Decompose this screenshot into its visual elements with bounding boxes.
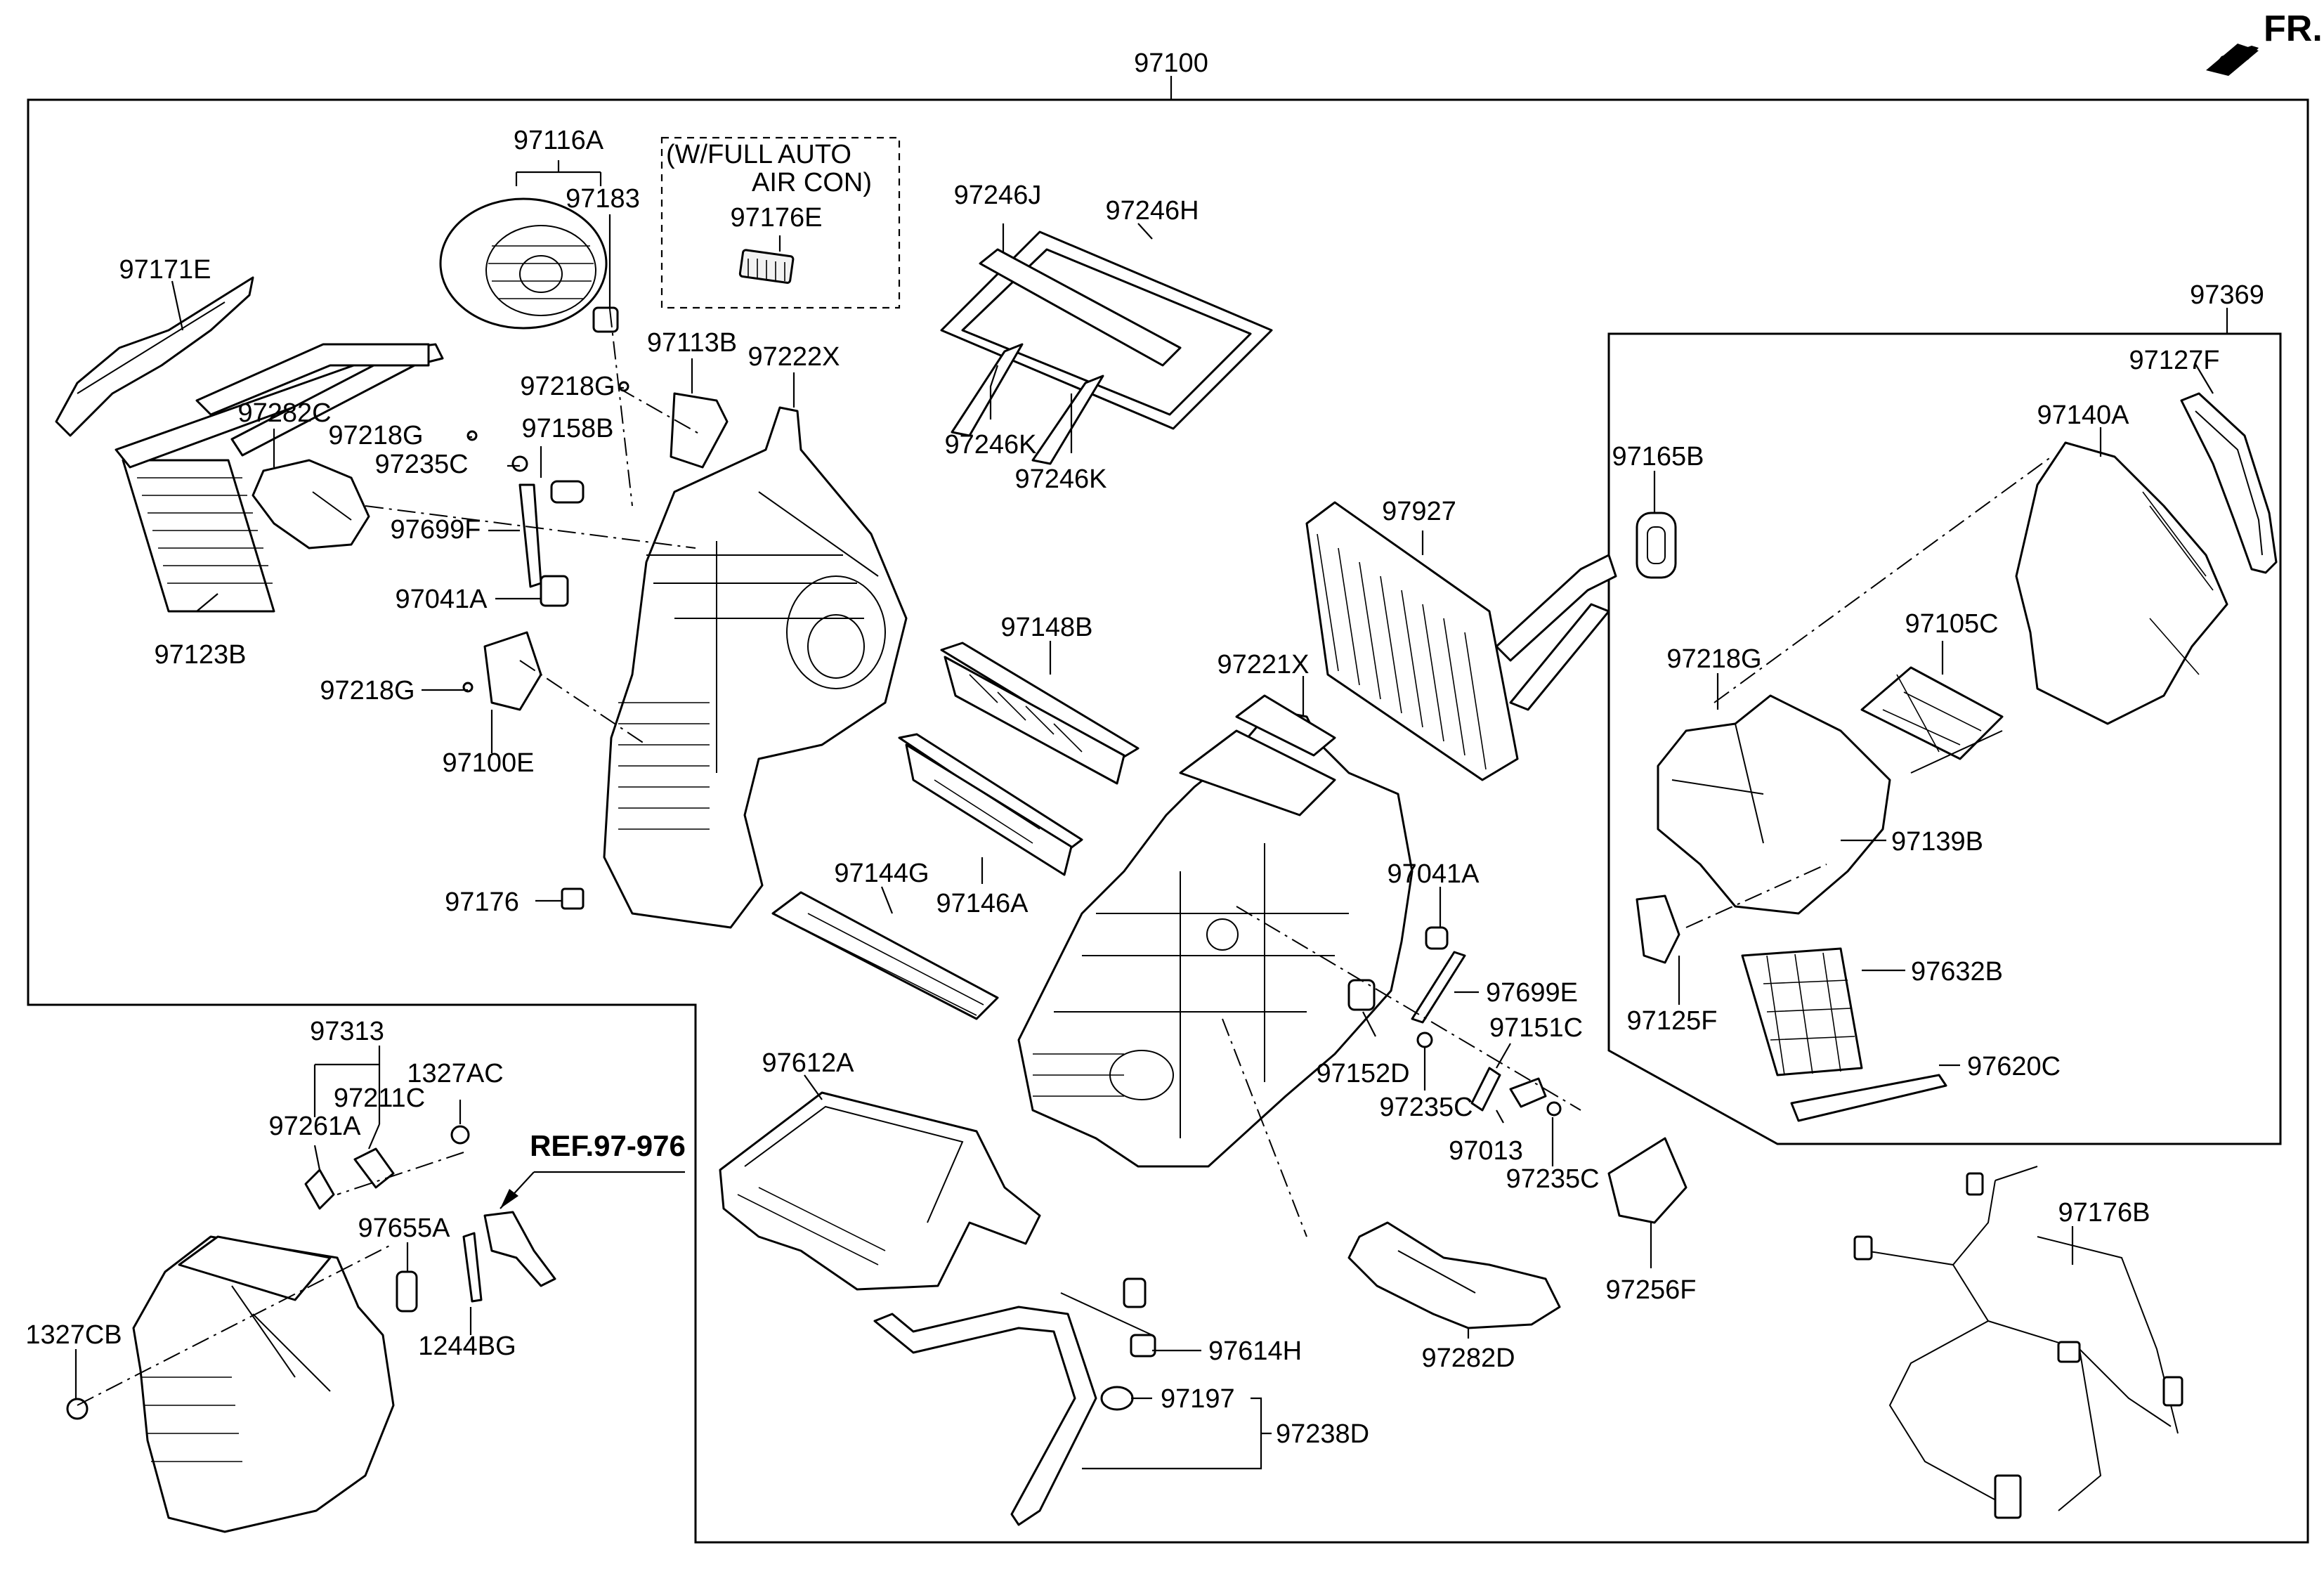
label-97152D: 97152D	[1316, 1059, 1409, 1088]
rear-grille-part	[1741, 947, 1947, 1122]
label-97140A: 97140A	[2037, 401, 2129, 430]
label-97927: 97927	[1382, 497, 1456, 526]
full-auto-option-box	[660, 136, 901, 309]
label-97256F: 97256F	[1606, 1275, 1697, 1305]
label-97699E: 97699E	[1486, 978, 1578, 1008]
label-97125F: 97125F	[1627, 1006, 1718, 1036]
label-97165B: 97165B	[1612, 442, 1704, 471]
label-97632B: 97632B	[1911, 957, 2003, 987]
label-97176B: 97176B	[2058, 1198, 2150, 1228]
label-97282D: 97282D	[1421, 1343, 1515, 1373]
label-97238D: 97238D	[1276, 1419, 1369, 1449]
drain-hose-part	[873, 1306, 1134, 1526]
label-97151C: 97151C	[1489, 1013, 1583, 1043]
duct-part	[252, 459, 370, 549]
label-97127F: 97127F	[2129, 346, 2220, 375]
rear-hvac-unit-part	[2015, 392, 2278, 725]
label-97105C: 97105C	[1905, 609, 1998, 639]
label-97699F: 97699F	[391, 515, 481, 545]
label-97158B: 97158B	[521, 414, 613, 443]
label-97246H: 97246H	[1105, 196, 1199, 226]
small-fastener-set	[462, 381, 729, 910]
evaporator-part	[1305, 501, 1617, 781]
label-97235C-a: 97235C	[374, 450, 468, 479]
label-97218G-b: 97218G	[328, 421, 423, 450]
blower-motor-part	[439, 197, 619, 333]
label-1244BG: 1244BG	[418, 1332, 516, 1361]
label-97369: 97369	[2190, 280, 2264, 310]
label-97261A: 97261A	[268, 1112, 361, 1141]
label-97612A: 97612A	[762, 1048, 854, 1078]
label-97221X: 97221X	[1217, 650, 1309, 679]
label-97183: 97183	[566, 184, 640, 214]
label-97614H: 97614H	[1208, 1336, 1302, 1366]
left-hvac-case-part	[603, 406, 908, 929]
label-97235C-b: 97235C	[1379, 1093, 1473, 1122]
rear-actuator-part	[1636, 894, 1680, 964]
label-97197: 97197	[1161, 1384, 1235, 1414]
label-1327AC: 1327AC	[407, 1059, 503, 1088]
label-97246J: 97246J	[954, 181, 1042, 210]
label-97041A-b: 97041A	[1387, 859, 1480, 889]
main-assembly-frame	[27, 98, 2309, 1544]
label-97013: 97013	[1449, 1136, 1523, 1166]
mode-doors-part	[771, 642, 1140, 1020]
heater-core-part	[115, 343, 444, 613]
label-97116A: 97116A	[514, 126, 604, 155]
main-hvac-case-part	[1017, 694, 1414, 1168]
rear-hvac-subframe	[1607, 332, 2282, 1145]
label-97176: 97176	[445, 887, 519, 917]
label-97655A: 97655A	[358, 1213, 450, 1243]
label-97176E: 97176E	[730, 203, 822, 233]
label-97171E: 97171E	[119, 255, 211, 285]
label-97211C: 97211C	[334, 1083, 425, 1113]
rear-filter-part	[1860, 666, 2004, 774]
wiring-harness-part	[1853, 1166, 2183, 1519]
drain-pan-part	[719, 1091, 1041, 1291]
label-97218G-c: 97218G	[320, 676, 414, 705]
label-option-note-2: AIR CON)	[752, 168, 872, 197]
label-97246K-b: 97246K	[1014, 464, 1106, 494]
label-97144G: 97144G	[834, 859, 929, 888]
label-97146A: 97146A	[936, 889, 1029, 918]
label-97222X: 97222X	[748, 342, 840, 372]
label-97246K-a: 97246K	[944, 430, 1036, 460]
brace-part	[55, 276, 254, 437]
temperature-sensor-part	[1060, 1277, 1156, 1358]
resistor-part	[738, 249, 795, 284]
label-97148B: 97148B	[1000, 613, 1092, 642]
label-option-note-1: (W/FULL AUTO	[666, 140, 851, 169]
label-97100: 97100	[1134, 48, 1208, 78]
label-97282C: 97282C	[237, 398, 331, 428]
assembly-centerlines	[77, 308, 2052, 1406]
label-97113B: 97113B	[647, 328, 737, 358]
part-labels: 97100 FR. 97116A 97183 (W/FULL AUTO AIR …	[25, 8, 2322, 1449]
label-1327CB: 1327CB	[25, 1320, 122, 1350]
front-direction-arrow-icon	[2206, 44, 2259, 76]
grommet-part	[1636, 512, 1677, 579]
label-97139B: 97139B	[1891, 827, 1983, 857]
label-97100E: 97100E	[442, 748, 534, 778]
label-reference-97-976: REF.97-976	[530, 1129, 686, 1162]
label-97235C-c: 97235C	[1506, 1164, 1599, 1194]
label-front-direction: FR.	[2264, 8, 2323, 49]
rear-blower-case-part	[1657, 694, 1891, 915]
reference-assembly-part	[66, 1125, 556, 1533]
label-97041A-a: 97041A	[395, 585, 488, 614]
label-97123B: 97123B	[154, 640, 246, 670]
rear-duct-part	[1347, 1221, 1561, 1329]
linkage-parts-set	[1347, 926, 1687, 1224]
label-97218G-a: 97218G	[520, 372, 615, 401]
label-97313: 97313	[310, 1017, 384, 1046]
label-97218G-d: 97218G	[1666, 644, 1761, 674]
label-97620C: 97620C	[1967, 1052, 2061, 1081]
air-filter-frames-part	[940, 230, 1273, 465]
